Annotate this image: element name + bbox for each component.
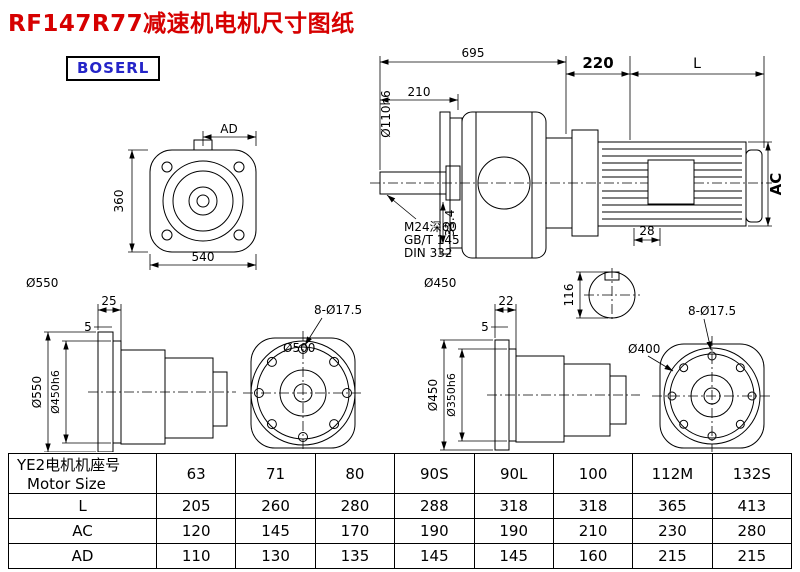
cell-l-7: 413 xyxy=(711,493,793,519)
table-header-row: YE2电机机座号 Motor Size 63 71 80 90S 90L 100… xyxy=(8,453,793,494)
dim-550-label-b: Ø550 xyxy=(30,376,44,408)
row-label-l: L xyxy=(8,493,157,519)
dim-450-label: Ø450 xyxy=(424,276,456,290)
cell-ad-3: 145 xyxy=(394,543,475,569)
dim-540-label: 540 xyxy=(192,250,215,264)
dim-5-label-a: 5 xyxy=(84,320,92,334)
cell-ac-5: 210 xyxy=(552,518,634,544)
cell-l-5: 318 xyxy=(552,493,634,519)
dim-28-label: 28 xyxy=(639,224,654,238)
shaft-dia-label: Ø110h6 xyxy=(379,90,393,138)
dim-220-label: 220 xyxy=(582,54,613,72)
fit-450h6-label: Ø450h6 xyxy=(49,370,62,414)
cell-l-0: 205 xyxy=(155,493,237,519)
size-col-1: 71 xyxy=(235,453,316,494)
cell-l-6: 365 xyxy=(632,493,713,519)
header-cn: YE2电机机座号 xyxy=(17,456,121,474)
dim-ad-label: AD xyxy=(220,122,237,136)
cell-ac-2: 170 xyxy=(314,518,396,544)
cell-ac-6: 230 xyxy=(632,518,713,544)
dim-5-label-b: 5 xyxy=(481,320,489,334)
motor-size-header-cell: YE2电机机座号 Motor Size xyxy=(8,453,157,494)
dim-500-label: Ø500 xyxy=(283,341,315,355)
cell-ad-5: 160 xyxy=(552,543,634,569)
cell-ac-1: 145 xyxy=(235,518,316,544)
cell-ad-2: 135 xyxy=(314,543,396,569)
dim-550-label: Ø550 xyxy=(26,276,58,290)
bolt-holes-label-a: 8-Ø17.5 xyxy=(314,303,362,317)
bolt-holes-label-b: 8-Ø17.5 xyxy=(688,304,736,318)
gb-standard-label: GB/T 145 xyxy=(404,233,460,247)
dim-ac-label: AC xyxy=(767,173,785,196)
size-col-2: 80 xyxy=(314,453,396,494)
dim-116-label: 116 xyxy=(562,284,576,307)
fit-350h6-label: Ø350h6 xyxy=(445,373,458,417)
dim-400-label: Ø400 xyxy=(628,342,660,356)
cell-ad-7: 215 xyxy=(711,543,793,569)
dim-360-label: 360 xyxy=(112,190,126,213)
table-row-ac: AC 120 145 170 190 190 210 230 280 xyxy=(8,518,793,544)
size-col-3: 90S xyxy=(394,453,475,494)
dim-210-label: 210 xyxy=(408,85,431,99)
size-col-6: 112M xyxy=(632,453,713,494)
flange-face-view-b: Ø400 8-Ø17.5 xyxy=(628,304,772,452)
gearbox-front-view: AD 360 540 Ø550 xyxy=(26,122,257,290)
flange-face-view-a: Ø500 8-Ø17.5 xyxy=(243,303,363,452)
flange-side-view-b: 22 5 Ø450 Ø350h6 xyxy=(426,294,640,451)
cell-ad-4: 145 xyxy=(473,543,554,569)
cell-ac-3: 190 xyxy=(394,518,475,544)
cell-l-2: 280 xyxy=(314,493,396,519)
brand-logo: BOSERL xyxy=(66,56,161,81)
dim-25-label: 25 xyxy=(101,294,116,308)
cell-ad-0: 110 xyxy=(155,543,237,569)
dim-33-4-label: 33.4 xyxy=(443,210,457,237)
page-title: RF147R77减速机电机尺寸图纸 xyxy=(8,11,355,37)
cell-ad-6: 215 xyxy=(632,543,713,569)
dim-450-label-b: Ø450 xyxy=(426,379,440,411)
cell-ac-7: 280 xyxy=(711,518,793,544)
cell-ac-4: 190 xyxy=(473,518,554,544)
table-row-l: L 205 260 280 288 318 318 365 413 xyxy=(8,493,793,519)
cell-ad-1: 130 xyxy=(235,543,316,569)
flange-side-view-a: 25 5 Ø550 Ø450h6 xyxy=(30,294,236,452)
cell-l-4: 318 xyxy=(473,493,554,519)
technical-drawing: AD 360 540 Ø550 xyxy=(26,46,785,452)
size-col-5: 100 xyxy=(552,453,634,494)
assembly-side-view: 695 210 220 L Ø110h6 M24深60 GB/T 145 DIN… xyxy=(370,46,785,322)
dim-22-label: 22 xyxy=(498,294,513,308)
cell-l-1: 260 xyxy=(235,493,316,519)
header-en: Motor Size xyxy=(27,475,106,493)
size-col-4: 90L xyxy=(473,453,554,494)
size-col-7: 132S xyxy=(711,453,793,494)
table-row-ad: AD 110 130 135 145 145 160 215 215 xyxy=(8,543,793,569)
motor-dimension-table: YE2电机机座号 Motor Size 63 71 80 90S 90L 100… xyxy=(8,453,793,569)
row-label-ac: AC xyxy=(8,518,157,544)
din-standard-label: DIN 332 xyxy=(404,246,452,260)
cell-l-3: 288 xyxy=(394,493,475,519)
dim-l-label: L xyxy=(693,56,701,72)
cell-ac-0: 120 xyxy=(155,518,237,544)
size-col-0: 63 xyxy=(155,453,237,494)
dim-695-label: 695 xyxy=(462,46,485,60)
row-label-ad: AD xyxy=(8,543,157,569)
